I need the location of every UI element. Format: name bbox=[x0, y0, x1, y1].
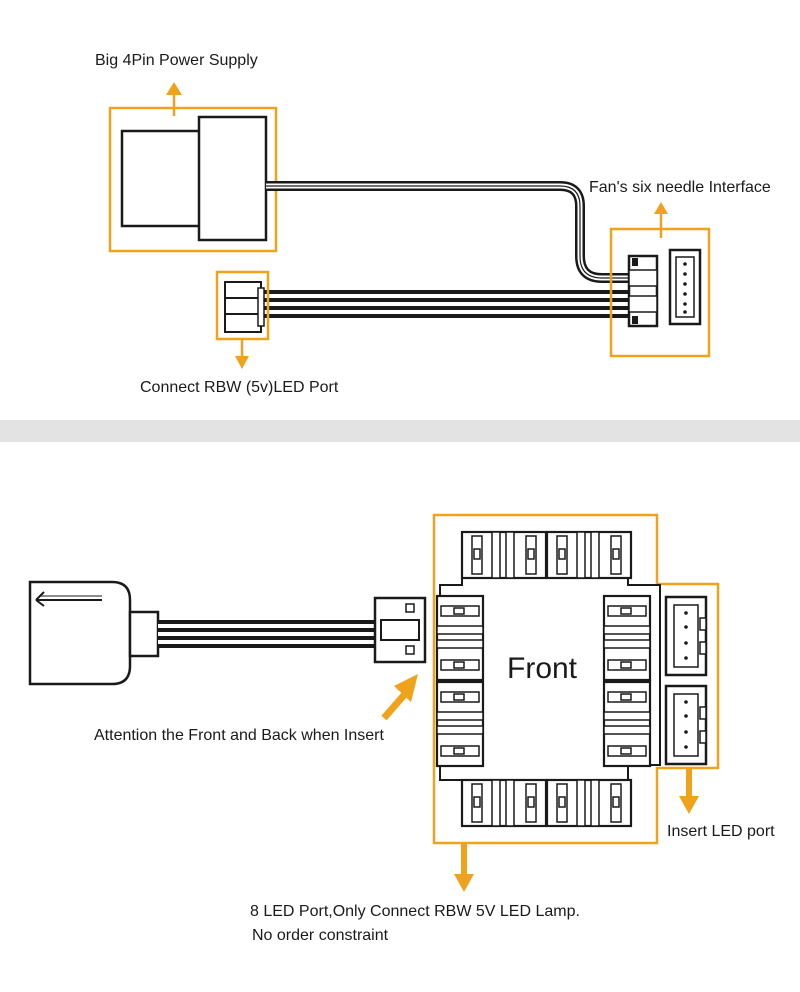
front-label: Front bbox=[507, 652, 578, 685]
hub-highlight bbox=[432, 513, 720, 845]
molex-plug-head bbox=[197, 115, 268, 242]
ports-label-line1: 8 LED Port,Only Connect RBW 5V LED Lamp. bbox=[250, 903, 580, 920]
molex-plug-body bbox=[120, 129, 204, 228]
led-port-5 bbox=[435, 594, 485, 682]
led-port-8 bbox=[602, 680, 652, 768]
led-plug-group bbox=[215, 270, 270, 341]
insert-led-label: Insert LED port bbox=[667, 823, 775, 840]
ports-label-line2: No order constraint bbox=[252, 927, 389, 944]
led-port-4 bbox=[545, 778, 633, 828]
power-arrow-up-icon bbox=[166, 82, 182, 116]
led-port-2 bbox=[545, 530, 633, 580]
insert-led-header-2 bbox=[664, 684, 708, 766]
led-port-label: Connect RBW (5v)LED Port bbox=[140, 379, 339, 396]
hub-cable bbox=[158, 620, 376, 648]
hub-input-connector bbox=[373, 596, 427, 664]
led-port-6 bbox=[435, 680, 485, 768]
attention-arrow-diagonal-icon bbox=[381, 674, 418, 721]
insert-arrow-down-icon bbox=[679, 768, 699, 814]
led-port-1 bbox=[460, 530, 548, 580]
led-port-3 bbox=[460, 778, 548, 828]
power-connector-group bbox=[108, 106, 278, 253]
cable-plug-body bbox=[28, 580, 132, 686]
led-cables bbox=[262, 290, 632, 318]
fan-arrow-up-icon bbox=[654, 202, 668, 238]
led-port-7 bbox=[602, 594, 652, 682]
fan-interface-label: Fan's six needle Interface bbox=[589, 179, 771, 196]
power-supply-label: Big 4Pin Power Supply bbox=[95, 52, 258, 69]
attention-label: Attention the Front and Back when Insert bbox=[94, 727, 384, 744]
led-arrow-down-icon bbox=[235, 339, 249, 369]
ports-arrow-down-icon bbox=[454, 844, 474, 892]
insert-led-header-1 bbox=[664, 595, 708, 677]
cable-plug-group bbox=[28, 580, 160, 686]
section-divider bbox=[0, 420, 800, 442]
power-connector-highlight bbox=[108, 106, 278, 253]
